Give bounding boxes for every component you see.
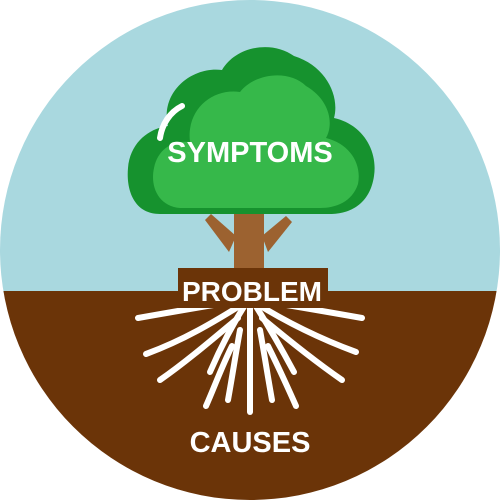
tree-canopy-icon	[127, 47, 375, 215]
causes-label: CAUSES	[190, 427, 311, 459]
problem-band	[178, 268, 328, 308]
tree-trunk-icon	[205, 212, 292, 272]
symptoms-label: SYMPTOMS	[167, 137, 332, 169]
problem-label: PROBLEM	[182, 276, 322, 307]
